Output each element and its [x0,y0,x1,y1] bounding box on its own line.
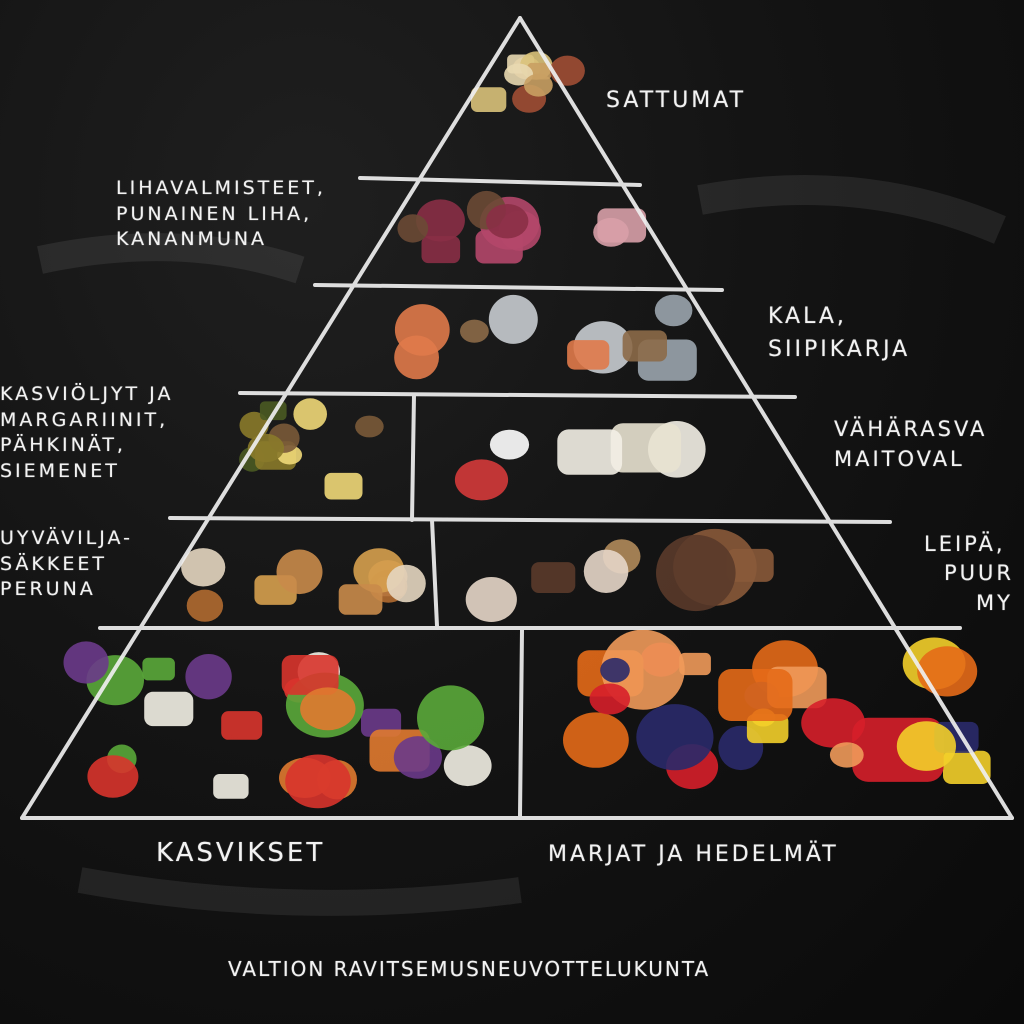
food-group-bread-porridge [465,528,774,622]
tier-line-3 [238,391,797,399]
pyramid-right-edge [518,16,1014,820]
pyramid-outline [20,16,1014,820]
food-item [63,641,109,684]
food-item [636,704,714,771]
food-item [486,204,529,239]
food-item [213,774,249,799]
food-item [917,646,978,697]
pyramid-left-edge [20,16,522,820]
food-item [393,736,442,779]
food-item [338,584,383,615]
food-group-meat-eggs [397,190,647,264]
food-item [181,548,226,587]
food-item [293,398,328,430]
food-group-sweets-treats [471,51,585,113]
food-items [63,51,991,809]
food-item [142,657,175,681]
food-item [454,459,509,501]
food-item [421,236,461,264]
food-item [801,698,865,748]
food-item [471,87,507,112]
label-dairy: VÄHÄRASVA MAITOVAL [834,417,988,472]
label-sattumat: SATTUMAT [606,88,747,113]
label-oils: KASVIÖLJYT JA MARGARIINIT, PÄHKINÄT, SIE… [0,383,174,482]
food-item [87,755,139,798]
label-meat: LIHAVALMISTEET, PUNAINEN LIHA, KANANMUNA [116,177,326,251]
food-group-fish-poultry [394,294,697,381]
tier5-divider [430,518,439,628]
food-item [943,750,991,784]
food-item [281,655,339,695]
food-item [417,685,485,751]
food-item [460,319,489,343]
tier-line-4 [168,516,892,524]
food-item [622,330,667,362]
food-item [221,711,263,740]
food-item [300,687,356,731]
food-item [324,472,363,500]
food-item [185,654,232,700]
label-bread: LEIPÄ, PUUR MY [924,532,1014,615]
food-item [600,657,630,683]
food-item [656,534,736,612]
food-item [726,548,774,582]
food-group-vegetables [63,641,492,809]
tier-line-1 [358,176,642,187]
food-item [531,562,576,593]
label-fruits: MARJAT JA HEDELMÄT [548,842,839,867]
food-item [144,691,194,727]
food-item [443,745,492,787]
food-item [549,55,585,86]
food-item [355,415,384,438]
food-item [746,714,789,744]
food-group-grains-potato [181,548,426,622]
food-item [679,652,711,676]
tier4-divider [410,393,416,522]
food-group-oils-nuts [239,398,384,500]
food-item [186,589,224,622]
food-item [829,742,864,768]
food-item [465,577,517,622]
food-item [563,712,629,768]
food-item [597,208,647,243]
food-item [718,669,793,721]
food-item [524,73,553,97]
food-item [589,683,631,715]
label-fish: KALA, SIIPIKARJA [768,304,911,362]
food-group-berries-fruits [563,629,991,790]
label-grains: UYVÄVILJA- SÄKKEET PERUNA [0,527,133,601]
label-footer: VALTION RAVITSEMUSNEUVOTTELUKUNTA [228,957,711,981]
food-item [416,199,465,242]
food-item [397,214,429,243]
food-item [276,549,323,595]
food-item [386,564,426,603]
food-item [583,549,629,593]
food-item [488,294,538,344]
food-item [394,335,439,380]
tier-line-2 [313,283,724,292]
food-item [557,429,623,475]
food-item [896,721,957,771]
chalk-smudges [37,175,1006,916]
food-item [654,294,693,327]
tier6-divider [518,628,524,818]
food-item [285,754,351,809]
food-item [489,429,530,460]
label-vegetables: KASVIKSET [156,838,326,868]
food-item [610,423,682,473]
food-group-dairy [454,421,706,501]
food-item [567,340,610,370]
